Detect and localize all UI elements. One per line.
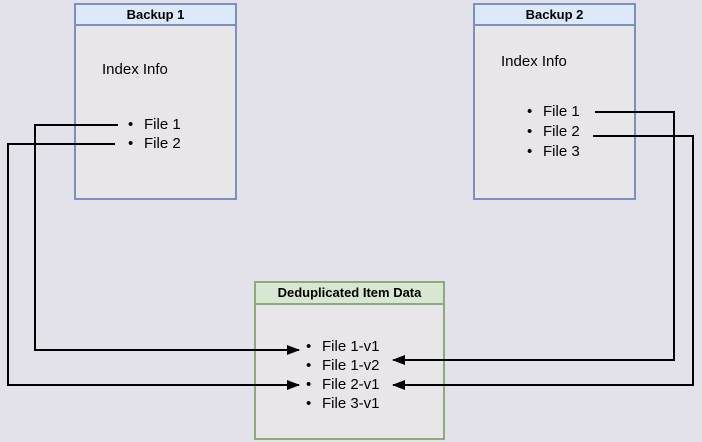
dedup-item: File 1-v1 — [306, 337, 380, 356]
dedup-item: File 2-v1 — [306, 375, 380, 394]
backup2-index-info-label: Index Info — [501, 53, 567, 70]
backup1-file-item: File 2 — [128, 134, 181, 153]
dedup-item-list: File 1-v1 File 1-v2 File 2-v1 File 3-v1 — [306, 337, 380, 413]
dedup-item: File 3-v1 — [306, 394, 380, 413]
backup2-file-item: File 3 — [527, 142, 580, 162]
backup1-index-info-label: Index Info — [102, 61, 168, 78]
backup2-header: Backup 2 — [475, 5, 634, 26]
backup1-box: Backup 1 Index Info File 1 File 2 — [74, 3, 237, 200]
backup2-box: Backup 2 Index Info File 1 File 2 File 3 — [473, 3, 636, 200]
dedup-box: Deduplicated Item Data File 1-v1 File 1-… — [254, 281, 445, 440]
dedup-header: Deduplicated Item Data — [256, 283, 443, 305]
backup1-header: Backup 1 — [76, 5, 235, 26]
dedup-item: File 1-v2 — [306, 356, 380, 375]
backup2-file-list: File 1 File 2 File 3 — [527, 102, 580, 162]
backup2-file-item: File 1 — [527, 102, 580, 122]
backup1-file-item: File 1 — [128, 115, 181, 134]
backup2-file-item: File 2 — [527, 122, 580, 142]
backup1-file-list: File 1 File 2 — [128, 115, 181, 153]
